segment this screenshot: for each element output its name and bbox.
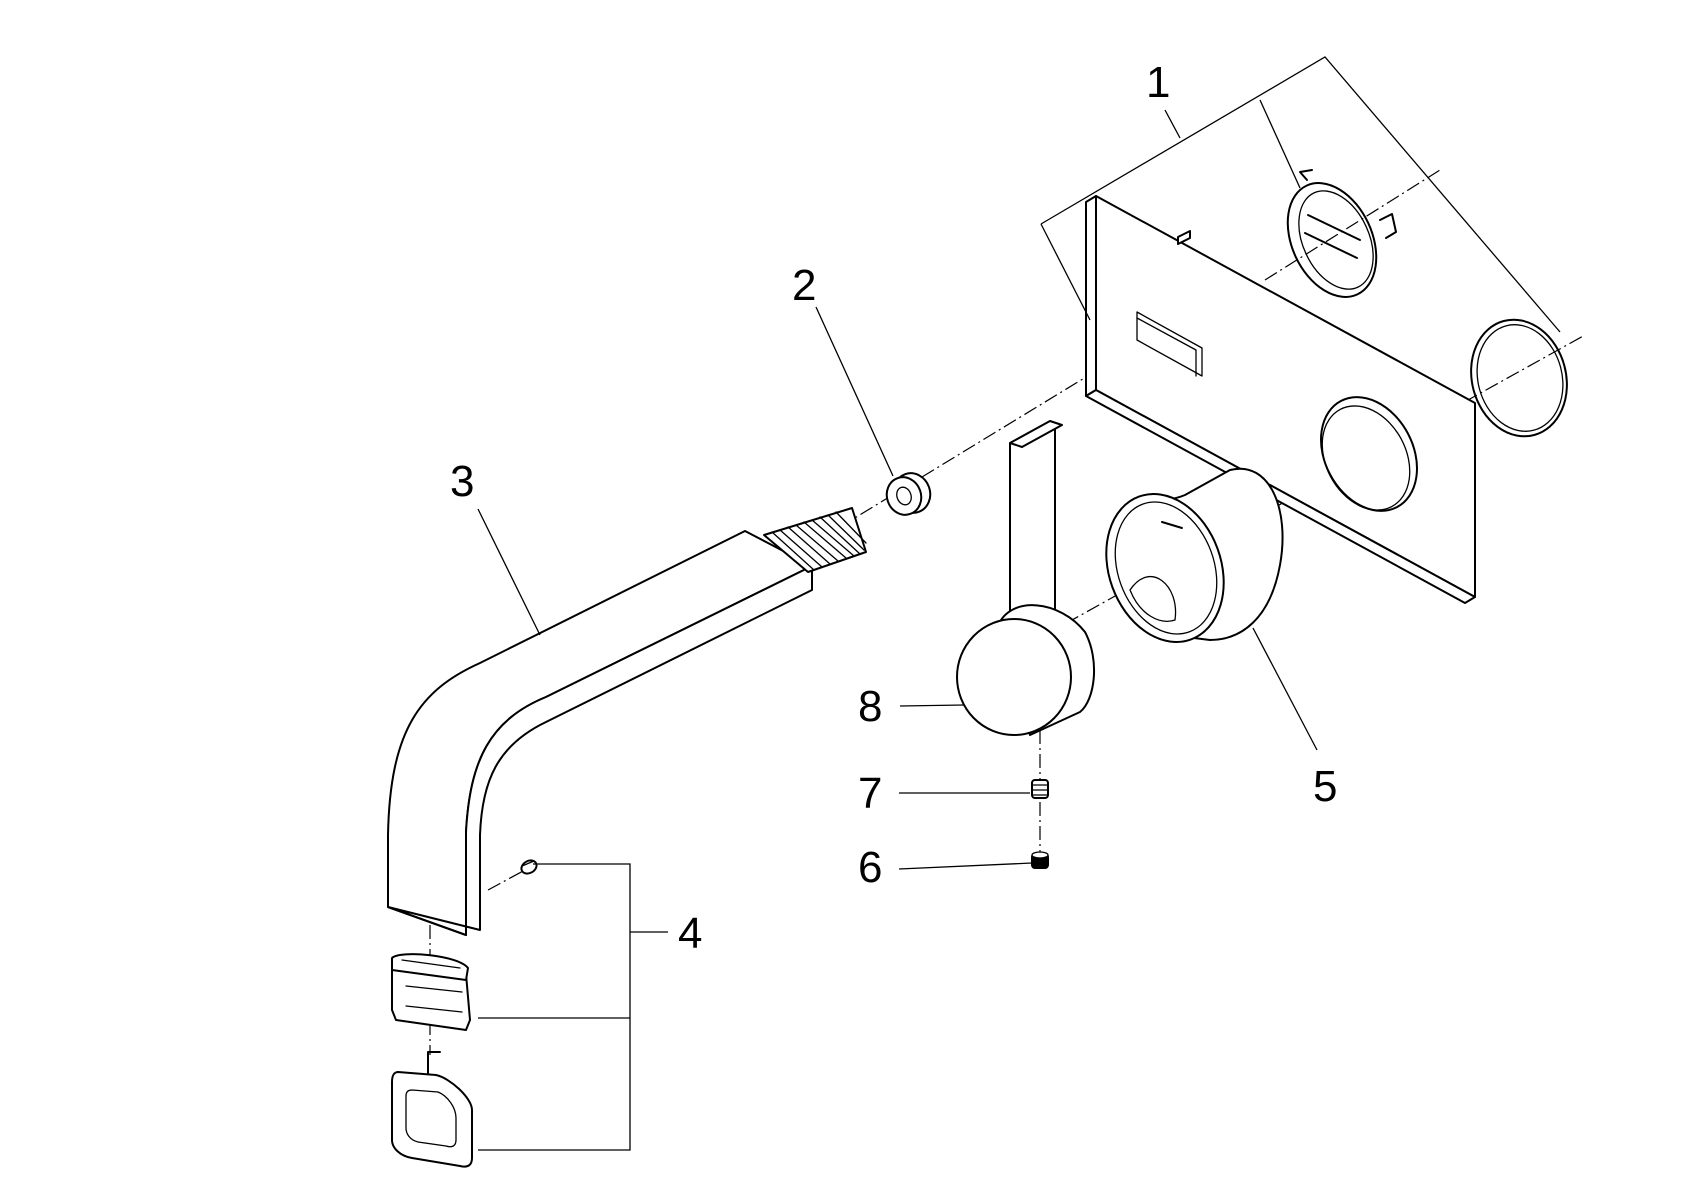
brand-mark [1177, 230, 1191, 245]
grub-screw [520, 859, 538, 875]
ring-axis [1264, 169, 1441, 281]
leader-3 [477, 508, 541, 636]
bayonet-ring [1286, 169, 1397, 298]
callout-3: 3 [450, 457, 474, 506]
cover-plate [1085, 195, 1476, 604]
cover-plate-bottom-edge [1085, 389, 1476, 604]
aerator-key [391, 1051, 473, 1168]
cover-plate-edge [1085, 195, 1097, 397]
callout-1: 1 [1146, 58, 1170, 107]
callout-2: 2 [792, 261, 816, 310]
plate-window [1136, 311, 1203, 377]
leader-8 [899, 704, 965, 707]
lever-handle [956, 420, 1096, 736]
leader-4 [478, 863, 631, 1151]
leader-6 [898, 862, 1033, 870]
spout [387, 507, 867, 936]
cap-screw [1031, 851, 1049, 869]
grub-screw-axis [487, 869, 526, 891]
aerator [391, 953, 471, 1031]
rosette-sleeve [1105, 467, 1284, 643]
leader-lines [477, 306, 1318, 1151]
set-screw [1031, 779, 1049, 799]
part-1-bracket [1040, 56, 1561, 333]
callout-5: 5 [1313, 762, 1337, 811]
callout-4: 4 [678, 909, 702, 958]
seal-washer [885, 472, 932, 516]
part-1-leader [1164, 109, 1181, 139]
thread-lines [771, 511, 867, 571]
leader-2 [815, 306, 894, 477]
leader-5 [1252, 627, 1318, 751]
callout-8: 8 [858, 682, 882, 731]
spout-thread [763, 507, 867, 573]
spout-body [387, 530, 813, 936]
o-ring-seal [1470, 318, 1568, 438]
callout-7: 7 [858, 769, 882, 818]
lever-hub [956, 618, 1072, 736]
callout-6: 6 [858, 843, 882, 892]
